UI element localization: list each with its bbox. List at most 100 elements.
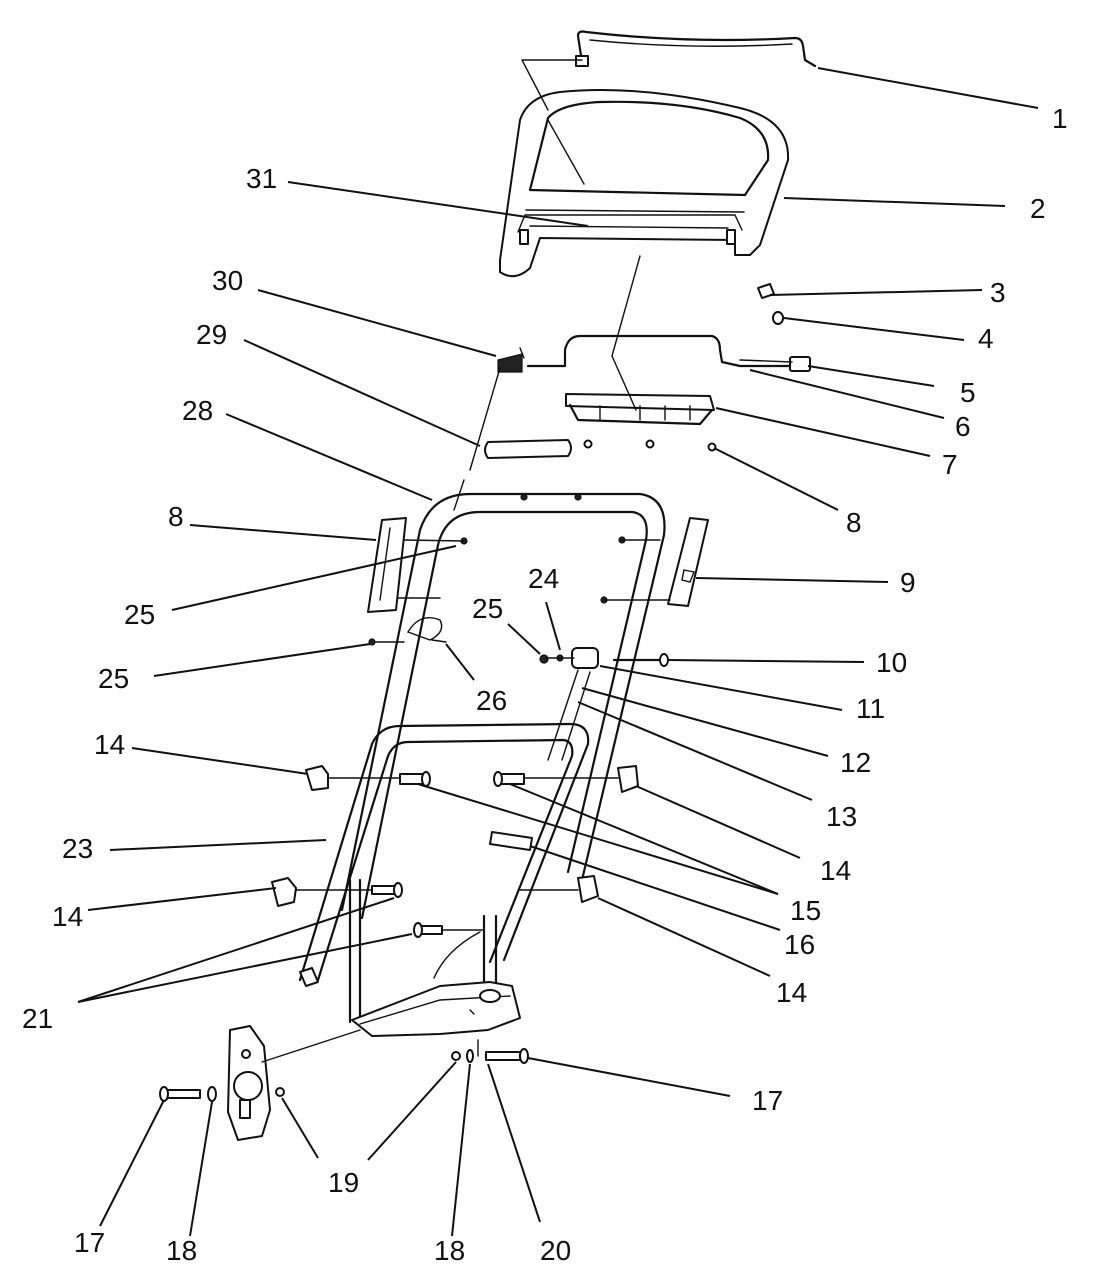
callout-label: 25 <box>472 593 503 624</box>
leader-12 <box>581 687 829 757</box>
leader-9 <box>695 577 889 583</box>
cable-tie <box>406 617 447 643</box>
callout-label: 23 <box>62 833 93 864</box>
side-pad-left <box>367 517 407 613</box>
leader-25b <box>507 623 541 655</box>
callout-label: 7 <box>942 449 958 480</box>
callout-label: 15 <box>790 895 821 926</box>
callout-label: 14 <box>52 901 83 932</box>
leader-8a <box>713 447 839 511</box>
leader-lines <box>77 67 1039 1237</box>
leader-11 <box>599 665 843 711</box>
callout-label: 26 <box>476 685 507 716</box>
wheel-hardware <box>159 1029 529 1102</box>
callout-label: 11 <box>856 693 885 724</box>
callout-label: 10 <box>876 647 907 678</box>
guide-lines <box>295 59 671 1057</box>
leader-31 <box>287 181 589 227</box>
leader-3 <box>769 289 983 296</box>
leader-25a <box>171 545 457 611</box>
callout-label: 8 <box>846 507 862 538</box>
bolts-15 <box>399 771 525 787</box>
callout-label: 19 <box>328 1167 359 1198</box>
leader-6 <box>749 369 945 419</box>
callout-label: 14 <box>820 855 851 886</box>
callout-label: 31 <box>246 163 277 194</box>
callout-label: 25 <box>98 663 129 694</box>
callout-label: 30 <box>212 265 243 296</box>
leader-21b <box>77 933 413 1003</box>
leader-30 <box>257 289 497 357</box>
leader-18a <box>189 1101 213 1237</box>
drive-cable <box>497 334 811 373</box>
upper-handle-tube <box>340 492 666 920</box>
callout-label: 12 <box>840 747 871 778</box>
leader-18b <box>451 1063 471 1237</box>
leader-17b <box>99 1099 165 1227</box>
callout-label: 8 <box>168 501 184 532</box>
leader-24 <box>545 601 561 651</box>
leader-16 <box>529 845 781 931</box>
deck-section <box>351 981 521 1037</box>
callout-label: 17 <box>752 1085 783 1116</box>
lower-handle-tube <box>298 722 590 987</box>
side-pad-right <box>667 517 709 607</box>
leader-23 <box>109 839 327 851</box>
callout-label: 25 <box>124 599 155 630</box>
callout-label: 16 <box>784 929 815 960</box>
callout-label: 1 <box>1052 103 1068 134</box>
callout-label: 17 <box>74 1227 105 1258</box>
cable-guide <box>547 647 669 761</box>
leader-8b <box>189 524 377 541</box>
callout-label: 24 <box>528 563 559 594</box>
callout-label: 2 <box>1030 193 1046 224</box>
callout-label: 6 <box>955 411 971 442</box>
leader-29 <box>243 339 481 447</box>
control-bracket <box>565 393 717 452</box>
leader-21a <box>77 897 395 1003</box>
callout-label: 21 <box>22 1003 53 1034</box>
bolts-21 <box>371 882 443 938</box>
leader-5 <box>807 365 935 387</box>
leader-14d <box>597 897 771 977</box>
cable-clip <box>489 831 533 851</box>
callout-labels: 1 2 3 4 5 6 7 8 8 9 10 11 12 13 14 14 14… <box>22 103 1068 1266</box>
callout-label: 18 <box>166 1235 197 1266</box>
leader-2 <box>783 197 1006 207</box>
leader-19b <box>367 1061 457 1161</box>
callout-label: 29 <box>196 319 227 350</box>
leader-10 <box>667 659 865 663</box>
callout-label: 14 <box>94 729 125 760</box>
knobs <box>271 765 639 907</box>
leader-4 <box>783 317 965 341</box>
leader-14c <box>87 887 277 911</box>
handle-grip <box>484 439 572 459</box>
upper-handle-console <box>499 89 790 278</box>
leader-14b <box>635 785 801 859</box>
leader-26 <box>445 643 475 681</box>
leader-13 <box>577 701 813 801</box>
leader-25c <box>153 643 371 677</box>
side-plate <box>227 1025 271 1141</box>
leader-19a <box>281 1097 319 1159</box>
leader-15b <box>509 783 779 895</box>
callout-label: 28 <box>182 395 213 426</box>
parts <box>159 30 817 1141</box>
leader-14a <box>131 747 309 775</box>
callout-label: 13 <box>826 801 857 832</box>
leader-7 <box>715 407 931 457</box>
leader-1 <box>817 67 1039 109</box>
clip-and-screw <box>757 283 784 325</box>
leader-17a <box>527 1057 731 1097</box>
callout-label: 9 <box>900 567 916 598</box>
leader-15a <box>417 783 779 895</box>
callout-label: 18 <box>434 1235 465 1266</box>
callout-label: 20 <box>540 1235 571 1266</box>
callout-label: 5 <box>960 377 976 408</box>
callout-label: 3 <box>990 277 1006 308</box>
leader-20 <box>487 1063 541 1223</box>
control-bail <box>575 30 817 68</box>
callout-label: 14 <box>776 977 807 1008</box>
